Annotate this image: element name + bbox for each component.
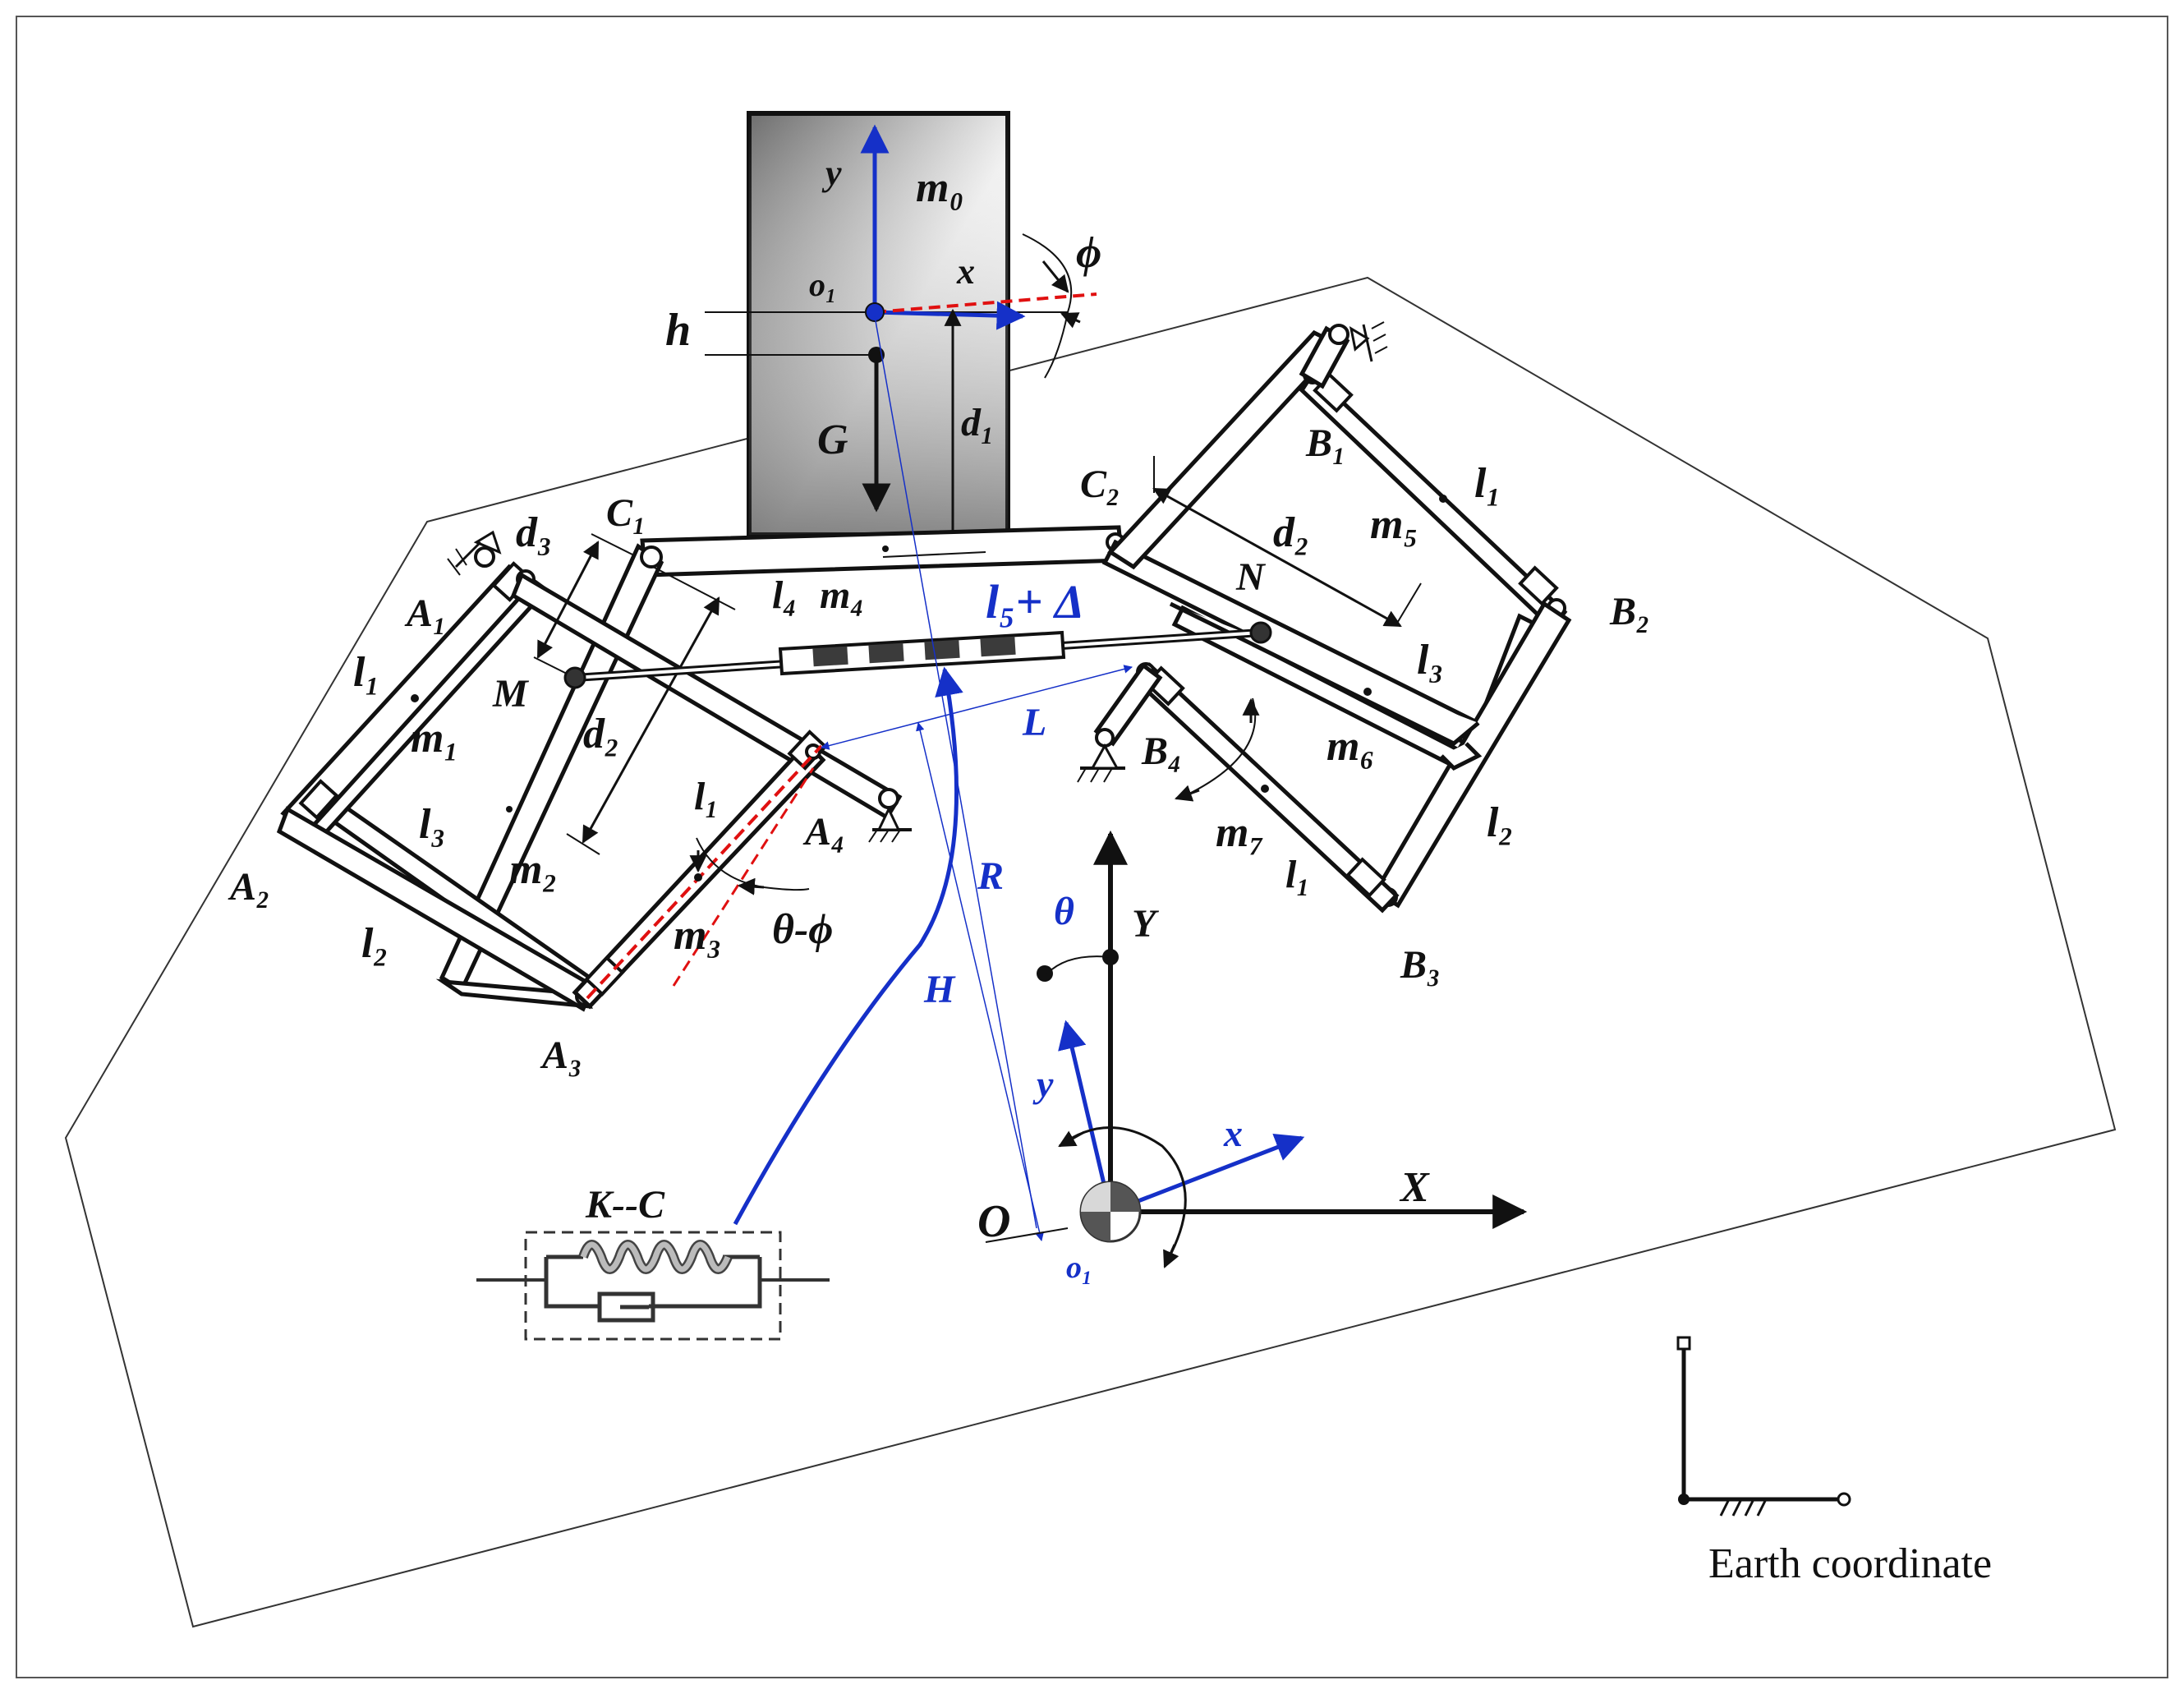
label-O: O	[977, 1196, 1010, 1247]
label-m5: m₅	[1370, 501, 1418, 548]
label-m3: m₃	[674, 912, 722, 959]
spring-link-curve	[733, 666, 963, 1226]
label-earth-coordinate: Earth coordinate	[1708, 1540, 1992, 1587]
label-X: X	[1399, 1164, 1430, 1211]
label-l3-a: l₃	[419, 801, 446, 848]
label-l2-b: l₂	[1487, 799, 1514, 846]
link-B1-B2	[1299, 365, 1568, 632]
label-l1-b: l₁	[694, 775, 719, 818]
d3-dimension	[536, 541, 600, 659]
label-A2: A₂	[228, 865, 270, 909]
label-d3: d₃	[516, 509, 552, 556]
label-spring: K--C	[585, 1183, 665, 1227]
right-inner-rectangle	[1169, 601, 1480, 746]
label-y-top: y	[821, 153, 842, 193]
support-B1	[1328, 321, 1388, 362]
label-l3-b: l₃	[1417, 637, 1444, 684]
link-m3	[572, 730, 828, 1010]
label-m6: m₆	[1326, 723, 1375, 770]
label-Y: Y	[1132, 902, 1159, 946]
label-A1: A₁	[404, 592, 447, 635]
right-bottom-bar	[1440, 742, 1483, 771]
label-H: H	[923, 968, 956, 1011]
label-B1: B₁	[1305, 421, 1346, 465]
label-A4: A₄	[802, 810, 845, 854]
rotated-x-axis	[1110, 1134, 1305, 1214]
label-o1-bottom: o₁	[1066, 1250, 1092, 1285]
support-A1	[447, 530, 502, 576]
label-R: R	[977, 854, 1004, 898]
label-B2: B₂	[1609, 590, 1650, 633]
phi-angle-arc	[1022, 233, 1073, 379]
origin-symbol	[1079, 1181, 1142, 1243]
earth-coordinate-icon	[1676, 1336, 1851, 1517]
link-l4	[640, 525, 1125, 578]
body-center-o1	[865, 302, 885, 322]
label-L: L	[1022, 701, 1046, 744]
label-m1: m₁	[411, 715, 459, 762]
label-o1-top: o₁	[809, 266, 837, 303]
label-d1: d₁	[961, 401, 995, 444]
label-A3: A₃	[540, 1033, 582, 1077]
rotated-y-axis	[1058, 1020, 1113, 1213]
label-l1-d: l₁	[1285, 853, 1310, 896]
label-h: h	[665, 305, 691, 356]
spring-damper-icon	[476, 1231, 830, 1341]
joint-C1	[640, 545, 663, 569]
label-M: M	[492, 672, 530, 716]
label-l5-delta: l₅+ Δ	[986, 575, 1084, 628]
label-m0: m₀	[916, 164, 964, 211]
label-m4: m₄	[820, 573, 864, 617]
label-C1: C₁	[606, 491, 646, 535]
label-d2-left: d₂	[583, 711, 619, 757]
H-dimension	[916, 721, 1044, 1242]
label-l1-c: l₁	[1474, 460, 1501, 507]
ground-plane	[64, 276, 2117, 1628]
label-phi: ϕ	[1076, 228, 1101, 277]
label-x-bottom: x	[1223, 1112, 1243, 1154]
label-l1-a: l₁	[353, 649, 380, 696]
origin-rotation-arc	[1059, 1126, 1187, 1266]
L-dimension	[820, 665, 1133, 750]
label-m7: m₇	[1216, 809, 1264, 856]
label-m2: m₂	[509, 846, 558, 893]
label-l2-a: l₂	[361, 920, 389, 967]
label-N: N	[1235, 555, 1267, 599]
label-y-bottom: y	[1032, 1063, 1054, 1105]
d2-right-dimension	[1152, 487, 1402, 628]
support-A4	[868, 788, 912, 843]
label-x-top: x	[956, 251, 975, 292]
d2-left-dimension	[582, 596, 720, 844]
label-theta-minus-phi: θ-ϕ	[772, 906, 833, 953]
body-tilt-line	[874, 292, 1097, 314]
label-G: G	[817, 417, 848, 463]
outer-frame	[16, 16, 2168, 1678]
label-l4: l₄	[772, 573, 797, 617]
label-d2-right: d₂	[1273, 509, 1309, 556]
label-B4: B₄	[1141, 730, 1182, 773]
label-theta: θ	[1054, 890, 1074, 933]
actuator-l5	[563, 621, 1272, 689]
label-C2: C₂	[1080, 463, 1120, 506]
label-B3: B₃	[1400, 943, 1441, 987]
theta-arc	[1046, 955, 1111, 974]
